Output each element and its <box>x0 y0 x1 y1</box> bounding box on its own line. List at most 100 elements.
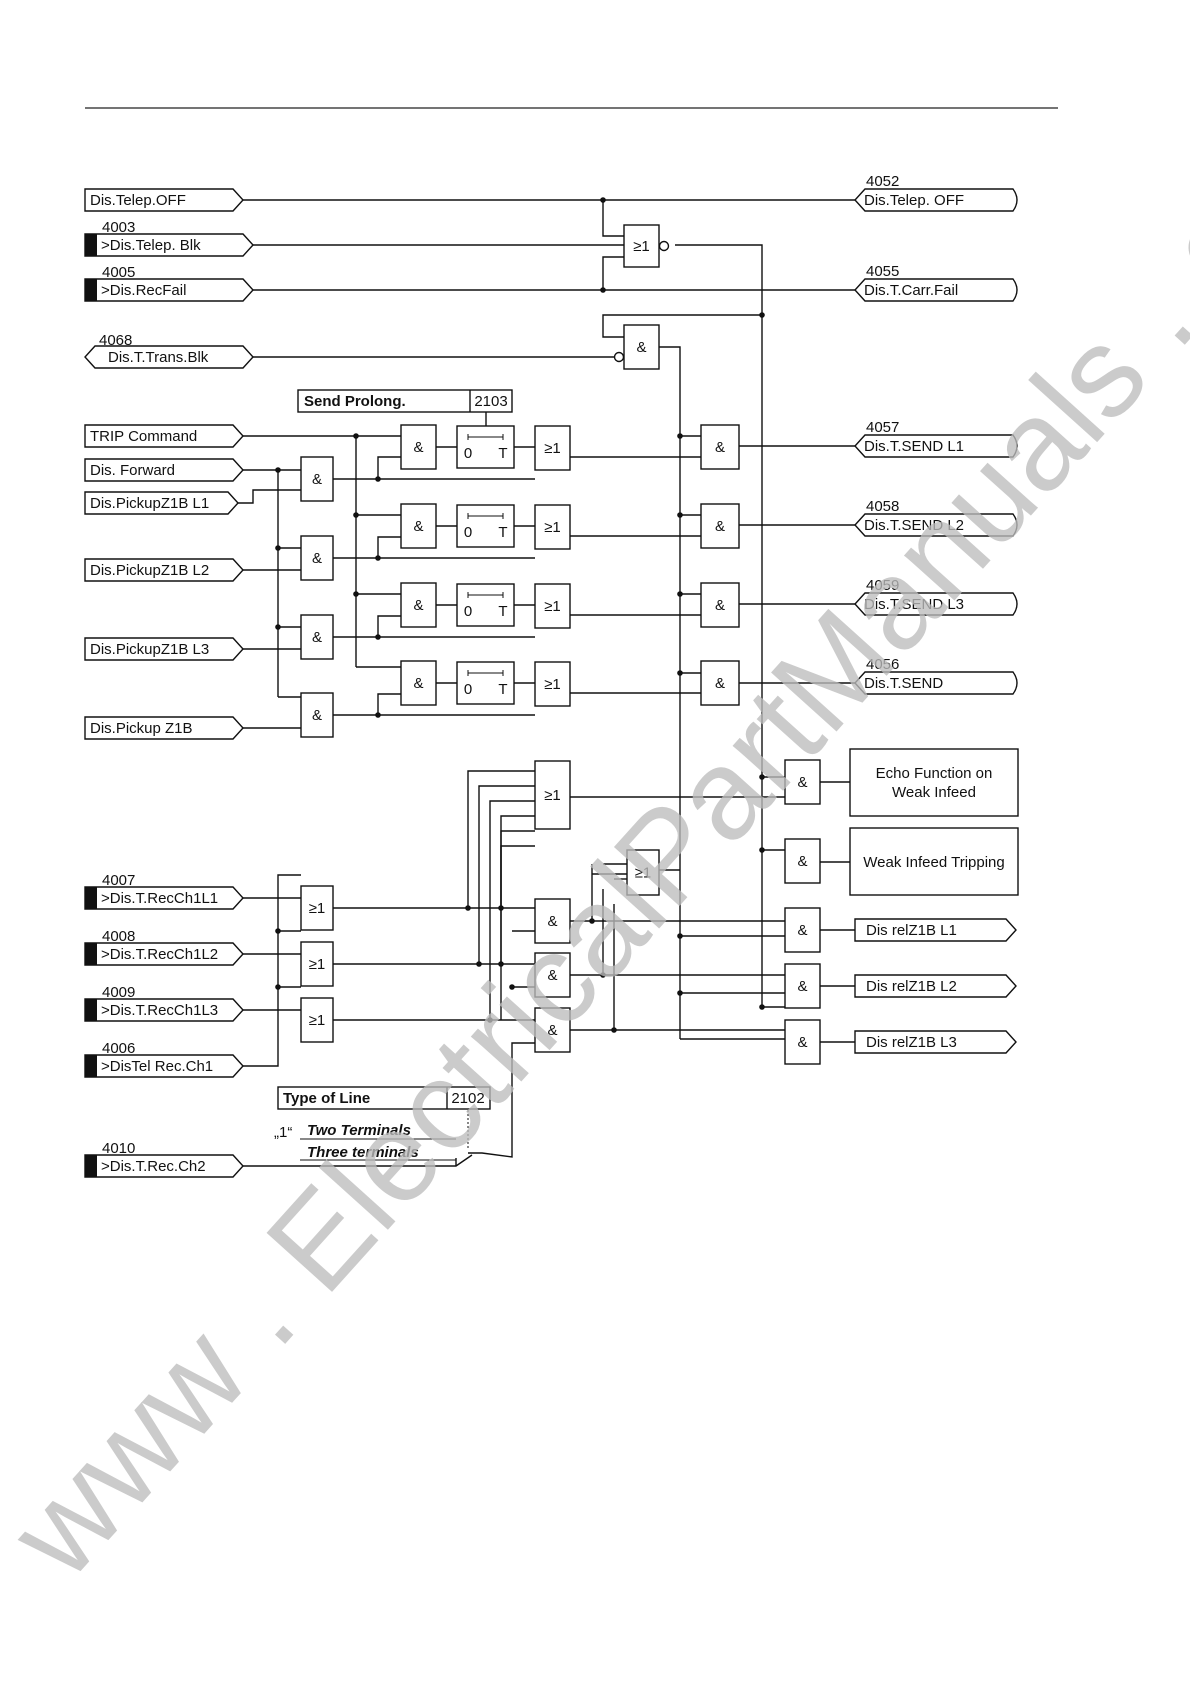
input-forward <box>84 458 244 482</box>
input-rec-l1-number: 4007 <box>102 872 135 889</box>
output-carr-fail-number: 4055 <box>866 263 899 280</box>
input-rec-l1-label: >Dis.T.RecCh1L1 <box>101 890 218 907</box>
or-gate-echo-symbol: ≥1 <box>544 787 561 804</box>
or-gate-send-1-symbol: ≥1 <box>544 440 561 457</box>
timer-range-mark <box>467 434 504 440</box>
input-marker <box>85 1055 97 1077</box>
and-gate-receive-1-symbol: & <box>547 913 557 930</box>
and-gate-pickup-2-symbol: & <box>312 550 322 567</box>
output-rel-l2 <box>854 974 1017 998</box>
input-pickup-l2 <box>84 558 244 582</box>
and-gate-trans-blk <box>623 324 660 370</box>
and-gate-rel-3-symbol: & <box>797 1034 807 1051</box>
watermark: www . ElectricalPartManuals . com <box>0 44 1190 1605</box>
output-send-l3-label: Dis.T.SEND L3 <box>864 596 964 613</box>
timer-send-2 <box>456 504 515 548</box>
input-marker <box>85 999 97 1021</box>
or-gate-send-2-symbol: ≥1 <box>544 519 561 536</box>
input-trans-blk-number: 4068 <box>99 332 132 349</box>
timer-t: T <box>498 603 507 620</box>
or-gate-receive-2 <box>300 941 334 987</box>
output-telep-off-number: 4052 <box>866 173 899 190</box>
and-gate-rel-3 <box>784 1019 821 1065</box>
and-gate-rel-2 <box>784 963 821 1009</box>
timer-zero: 0 <box>464 445 472 462</box>
and-gate-send-4-symbol: & <box>413 675 423 692</box>
function-blocks: Echo Function on Weak Infeed Weak Infeed… <box>849 748 1019 896</box>
input-forward-label: Dis. Forward <box>90 462 175 479</box>
or-gate-receive-3-symbol: ≥1 <box>309 1012 326 1029</box>
or-gate-receive-1-symbol: ≥1 <box>309 900 326 917</box>
input-trans-blk <box>84 345 254 369</box>
input-rec-l2-label: >Dis.T.RecCh1L2 <box>101 946 218 963</box>
input-marker <box>85 943 97 965</box>
type-of-line-setting <box>277 1086 491 1110</box>
output-signals: 4052 Dis.Telep. OFF 4055 Dis.T.Carr.Fail… <box>854 173 1018 1054</box>
output-carr-fail <box>854 278 1018 302</box>
and-gate-output-3 <box>700 582 740 628</box>
and-gate-send-3 <box>400 582 437 628</box>
and-gate-trans-blk-symbol: & <box>636 339 646 356</box>
and-gate-send-4 <box>400 660 437 706</box>
input-marker <box>85 1155 97 1177</box>
input-telep-blk-label: >Dis.Telep. Blk <box>101 237 201 254</box>
echo-function-label-2: Weak Infeed <box>892 784 976 801</box>
output-telep-off <box>854 188 1018 212</box>
timer-range-mark <box>467 670 504 676</box>
and-gate-output-2-symbol: & <box>715 518 725 535</box>
option-value: „1“ <box>274 1124 292 1141</box>
output-send <box>854 671 1018 695</box>
and-gate-rel-2-symbol: & <box>797 978 807 995</box>
output-send-l1 <box>854 434 1018 458</box>
and-gate-echo-symbol: & <box>797 774 807 791</box>
input-marker <box>85 887 97 909</box>
timer-send-4 <box>456 661 515 705</box>
output-send-l3 <box>854 592 1018 616</box>
input-telep-blk-number: 4003 <box>102 219 135 236</box>
wires <box>238 199 855 1167</box>
input-rec-l3-number: 4009 <box>102 984 135 1001</box>
junction-dots <box>275 197 765 1033</box>
input-pickup-l1-label: Dis.PickupZ1B L1 <box>90 495 209 512</box>
output-carr-fail-label: Dis.T.Carr.Fail <box>864 282 958 299</box>
input-recfail-label: >Dis.RecFail <box>101 282 186 299</box>
timer-send-3 <box>456 583 515 627</box>
or-gate-weak-infeed-symbol: ≥1 <box>635 865 652 882</box>
send-prolong-setting <box>297 389 513 413</box>
or-gate-echo <box>534 760 571 830</box>
output-send-l1-number: 4057 <box>866 419 899 436</box>
send-prolong-label: Send Prolong. <box>304 393 406 410</box>
weak-infeed-tripping-box <box>849 827 1019 896</box>
type-of-line-number: 2102 <box>451 1090 484 1107</box>
and-gate-receive-1 <box>534 898 571 944</box>
timer-zero: 0 <box>464 524 472 541</box>
input-recfail-number: 4005 <box>102 264 135 281</box>
or-gate-receive-1 <box>300 885 334 931</box>
timer-t: T <box>498 681 507 698</box>
or-gate-weak-infeed <box>626 849 660 896</box>
output-send-l2-label: Dis.T.SEND L2 <box>864 517 964 534</box>
and-gate-output-1-symbol: & <box>715 439 725 456</box>
and-gate-output-4-symbol: & <box>715 675 725 692</box>
input-trans-blk-label: Dis.T.Trans.Blk <box>108 349 209 366</box>
inverter-bubble <box>658 240 670 252</box>
or-gate-telep-off <box>623 224 660 268</box>
timer-send-1 <box>456 425 515 469</box>
or-gate-receive-2-symbol: ≥1 <box>309 956 326 973</box>
input-rec-l3-label: >Dis.T.RecCh1L3 <box>101 1002 218 1019</box>
output-telep-off-label: Dis.Telep. OFF <box>864 192 964 209</box>
input-pickup-l1 <box>84 491 239 515</box>
and-gate-receive-3 <box>534 1007 571 1053</box>
and-gate-output-3-symbol: & <box>715 597 725 614</box>
output-send-l2 <box>854 513 1018 537</box>
and-gate-send-3-symbol: & <box>413 597 423 614</box>
and-gate-pickup-4-symbol: & <box>312 707 322 724</box>
or-gate-send-3 <box>534 583 571 629</box>
and-gate-rel-1 <box>784 907 821 953</box>
option-three-terminals: Three terminals <box>307 1144 419 1161</box>
settings: Send Prolong. 2103 Type of Line 2102 „1“… <box>274 389 513 1161</box>
or-gate-send-2 <box>534 504 571 550</box>
and-gate-output-2 <box>700 503 740 549</box>
